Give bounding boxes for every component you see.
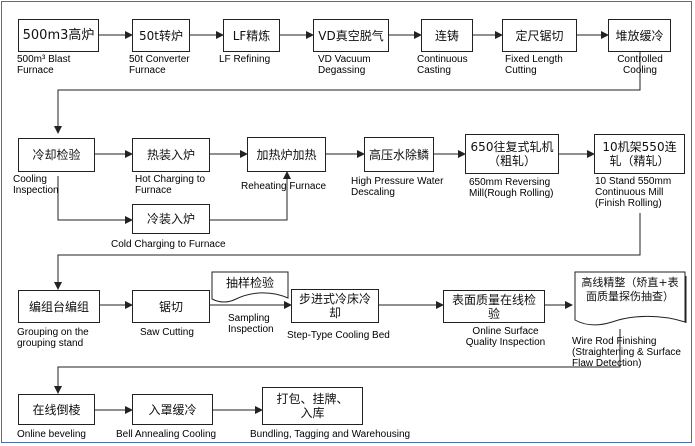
step-sampling-cn: 抽样检验 <box>225 276 274 290</box>
step-surface-inspection-en: Online Surface Quality Inspection <box>465 326 546 348</box>
step-reheating-furnace: 加热炉加热 <box>247 137 326 172</box>
step-continuous-casting-cn: 连铸 <box>434 28 459 43</box>
step-bundling-cn: 打包、挂牌、入库 <box>276 392 349 420</box>
step-bell-annealing: 入罩缓冷 <box>132 394 213 425</box>
step-cooling-inspection: 冷却检验 <box>18 138 95 172</box>
step-reheating-furnace-cn: 加热炉加热 <box>256 147 317 162</box>
step-surface-inspection-cn: 表面质量在线检验 <box>451 292 536 321</box>
step-grouping-cn: 编组台编组 <box>28 299 89 314</box>
step-water-descaling-cn: 高压水除鳞 <box>368 147 429 162</box>
step-finish-rolling: 10机架550连轧（精轧） <box>594 134 685 174</box>
step-cooling-bed-en: Step-Type Cooling Bed <box>287 330 390 341</box>
step-hot-charging: 热装入炉 <box>132 138 210 172</box>
step-blast-furnace: 500m3高炉 <box>18 19 99 52</box>
step-continuous-casting-en: Continuous Casting <box>417 54 468 76</box>
step-cooling-bed-cn: 步进式冷床冷却 <box>298 292 371 320</box>
step-cooling-inspection-cn: 冷却检验 <box>32 148 81 162</box>
arrow-cooling-to-inspection <box>54 52 641 134</box>
step-sampling-en: Sampling Inspection <box>228 313 274 335</box>
step-lf-refining-cn: LF精炼 <box>232 28 271 43</box>
arrow-finishing-to-bevel <box>54 329 621 394</box>
step-rough-rolling-cn: 650往复式轧机（粗轧） <box>470 140 554 168</box>
step-fixed-length-cutting: 定尺锯切 <box>502 19 577 52</box>
arrow-finish-to-grouping <box>54 213 641 290</box>
finishing-document-shape <box>574 271 686 326</box>
step-converter: 50t转炉 <box>132 19 190 52</box>
step-wire-finishing-en: Wire Rod Finishing (Straightening & Surf… <box>572 336 681 369</box>
step-converter-cn: 50t转炉 <box>139 28 183 43</box>
step-bundling-en: Bundling, Tagging and Warehousing <box>250 429 411 440</box>
step-rough-rolling: 650往复式轧机（粗轧） <box>465 134 559 174</box>
step-finish-rolling-en: 10 Stand 550mm Continuous Mill (Finish R… <box>595 176 672 209</box>
step-vd-degassing-en: VD Vacuum Degassing <box>318 54 371 76</box>
step-saw-cutting-en: Saw Cutting <box>140 327 194 338</box>
step-finish-rolling-cn: 10机架550连轧（精轧） <box>602 140 677 168</box>
step-rough-rolling-en: 650mm Reversing Mill(Rough Rolling) <box>469 177 554 199</box>
step-reheating-furnace-en: Reheating Furnace <box>241 181 327 192</box>
step-saw-cutting-cn: 锯切 <box>158 299 183 314</box>
step-blast-furnace-en: 500m³ Blast Furnace <box>17 54 71 76</box>
step-online-beveling-en: Online beveling <box>17 429 86 440</box>
step-converter-en: 50t Converter Furnace <box>129 54 190 76</box>
step-fixed-length-cutting-en: Fixed Length Cutting <box>505 54 563 76</box>
step-cooling-inspection-en: Cooling Inspection <box>13 174 59 196</box>
step-bundling: 打包、挂牌、入库 <box>262 387 363 425</box>
step-surface-inspection: 表面质量在线检验 <box>443 290 545 323</box>
step-bell-annealing-cn: 入罩缓冷 <box>148 402 197 417</box>
arrow-inspection-to-cold <box>57 176 133 224</box>
step-controlled-cooling-cn: 堆放缓冷 <box>615 28 664 43</box>
step-vd-degassing: VD真空脱气 <box>313 19 389 52</box>
step-water-descaling-en: High Pressure Water Descaling <box>351 176 444 198</box>
step-controlled-cooling-en: Controlled Cooling <box>617 54 663 76</box>
step-blast-furnace-cn: 500m3高炉 <box>22 27 95 43</box>
step-fixed-length-cutting-cn: 定尺锯切 <box>515 28 564 43</box>
step-saw-cutting: 锯切 <box>132 290 210 323</box>
step-grouping-en: Grouping on the grouping stand <box>17 327 89 349</box>
step-continuous-casting: 连铸 <box>421 19 473 52</box>
step-cold-charging-en: Cold Charging to Furnace <box>111 239 226 250</box>
step-cooling-bed: 步进式冷床冷却 <box>291 289 379 323</box>
step-lf-refining: LF精炼 <box>223 19 280 52</box>
step-hot-charging-cn: 热装入炉 <box>146 148 195 162</box>
step-online-beveling: 在线倒棱 <box>18 394 95 425</box>
step-controlled-cooling: 堆放缓冷 <box>608 19 671 52</box>
step-online-beveling-cn: 在线倒棱 <box>32 402 81 417</box>
step-grouping: 编组台编组 <box>18 290 100 323</box>
step-wire-finishing-cn: 高线精整（矫直+表面质量探伤抽查） <box>581 276 679 303</box>
step-water-descaling: 高压水除鳞 <box>364 137 434 172</box>
sampling-document-shape <box>211 271 289 303</box>
step-cold-charging-cn: 冷装入炉 <box>146 212 195 226</box>
step-cold-charging: 冷装入炉 <box>132 204 210 234</box>
step-bell-annealing-en: Bell Annealing Cooling <box>116 429 217 440</box>
arrow-cold-to-reheating <box>210 171 291 221</box>
step-vd-degassing-cn: VD真空脱气 <box>318 28 384 43</box>
step-lf-refining-en: LF Refining <box>219 54 271 65</box>
step-hot-charging-en: Hot Charging to Furnace <box>135 174 206 196</box>
